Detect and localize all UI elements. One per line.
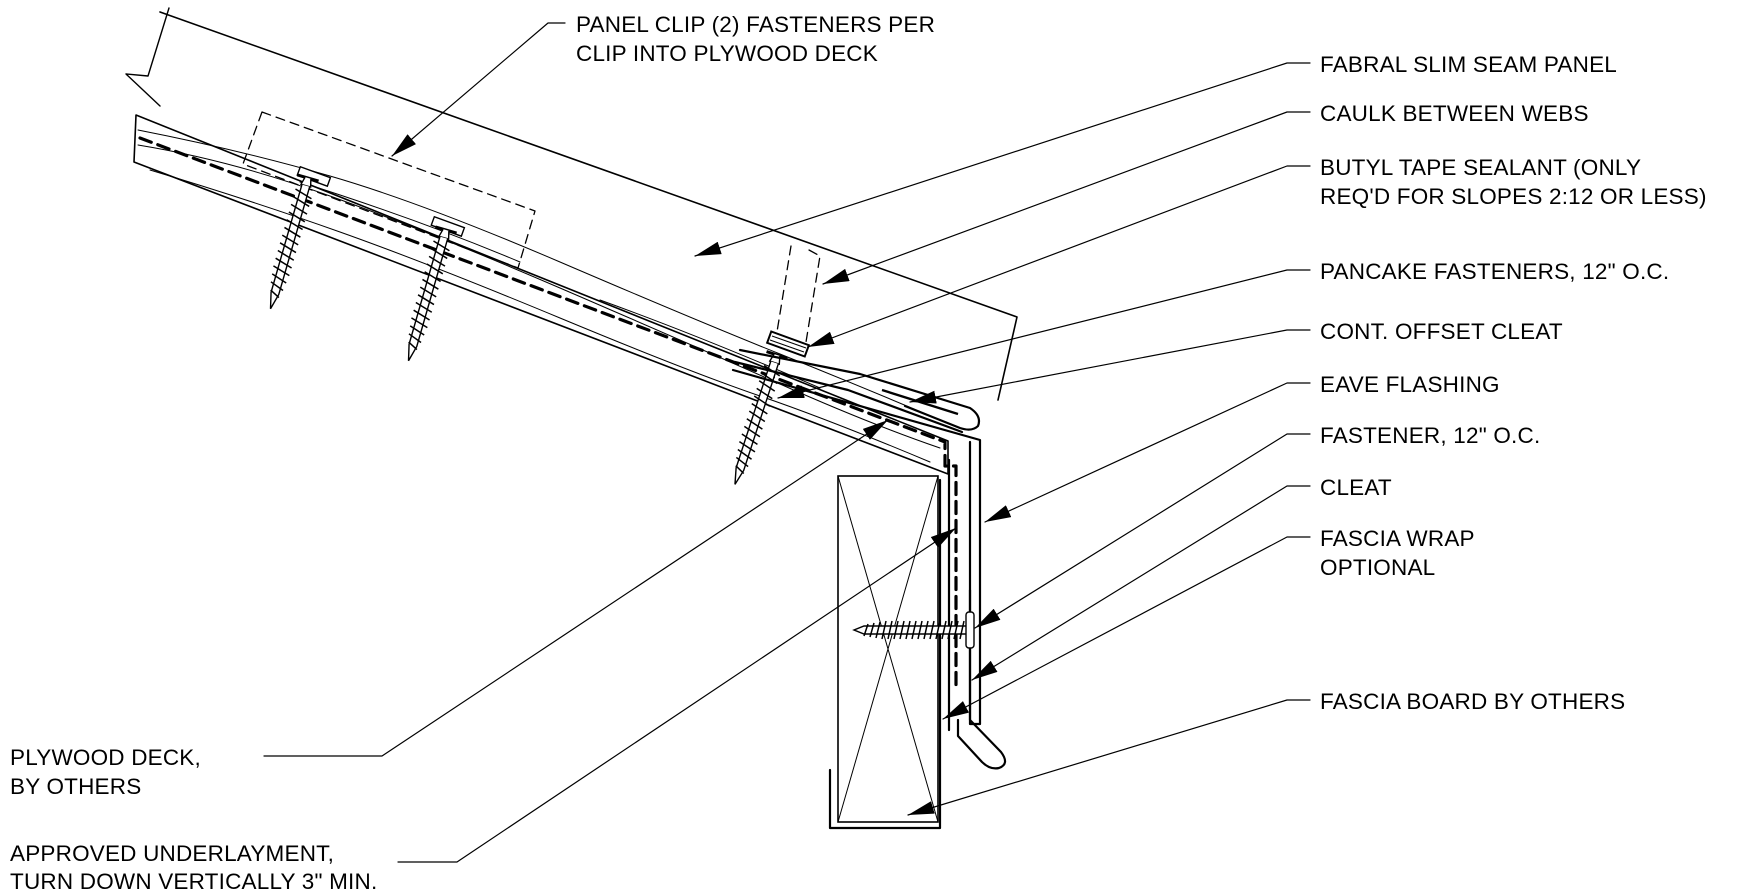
leader-fascia-board: [907, 699, 1311, 816]
label-butyl-tape: BUTYL TAPE SEALANT (ONLY REQ'D FOR SLOPE…: [1320, 155, 1707, 209]
leader-pancake: [777, 269, 1311, 399]
fascia-wrap: [828, 478, 942, 830]
cleat: [947, 458, 1007, 770]
label-pancake-fasteners: PANCAKE FASTENERS, 12" O.C.: [1320, 259, 1669, 284]
leader-fascia-wrap: [942, 536, 1311, 720]
leader-butyl-tape: [807, 165, 1311, 348]
label-offset-cleat: CONT. OFFSET CLEAT: [1320, 319, 1563, 344]
slim-seam-panel-outline: [159, 11, 1018, 401]
labels: PANEL CLIP (2) FASTENERS PER CLIP INTO P…: [10, 12, 1707, 892]
caulk-seam: [775, 245, 821, 343]
leader-caulk: [822, 111, 1311, 285]
roof-assembly: [125, 7, 1018, 830]
leader-slim-seam-panel: [694, 62, 1311, 257]
leader-fastener: [974, 433, 1311, 629]
panel-clip-outline: [242, 111, 536, 269]
leader-underlayment: [397, 527, 957, 863]
label-plywood-deck: PLYWOOD DECK, BY OTHERS: [10, 745, 207, 799]
label-fastener: FASTENER, 12" O.C.: [1320, 423, 1540, 448]
break-line: [125, 7, 170, 107]
label-panel-clip: PANEL CLIP (2) FASTENERS PER CLIP INTO P…: [576, 12, 942, 66]
leader-eave-flashing: [984, 382, 1311, 523]
leader-plywood-deck: [263, 419, 889, 757]
label-fascia-board: FASCIA BOARD BY OTHERS: [1320, 689, 1625, 714]
fascia-board: [837, 475, 939, 823]
label-slim-seam-panel: FABRAL SLIM SEAM PANEL: [1320, 52, 1617, 77]
label-eave-flashing: EAVE FLASHING: [1320, 372, 1500, 397]
wood-grain: [137, 129, 941, 463]
label-fascia-wrap: FASCIA WRAP OPTIONAL: [1320, 526, 1481, 580]
leader-cleat: [971, 485, 1311, 681]
label-underlayment: APPROVED UNDERLAYMENT, TURN DOWN VERTICA…: [10, 841, 377, 892]
label-caulk: CAULK BETWEEN WEBS: [1320, 101, 1589, 126]
underlayment: [138, 136, 958, 688]
fascia-fastener: [852, 614, 972, 646]
label-cleat: CLEAT: [1320, 475, 1392, 500]
leader-offset-cleat: [909, 329, 1311, 404]
leader-panel-clip: [391, 22, 566, 157]
leader-lines: [263, 22, 1311, 863]
